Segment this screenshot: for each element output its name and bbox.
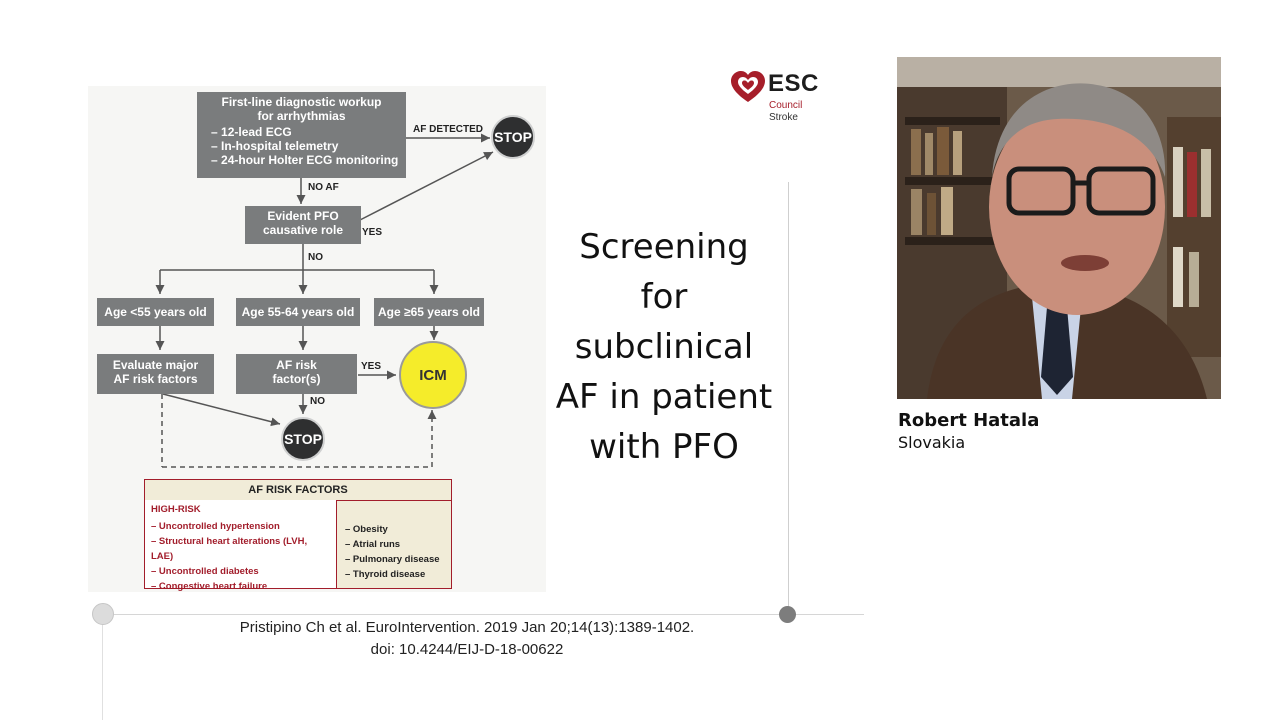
title-line: Screening	[579, 227, 749, 267]
high-risk-item: – Uncontrolled hypertension	[151, 521, 280, 532]
other-risk-item: – Atrial runs	[345, 539, 401, 550]
high-risk-item: – Congestive heart failure	[151, 581, 268, 592]
other-risk-item: – Obesity	[345, 524, 388, 535]
workup-box: First-line diagnostic workup for arrhyth…	[197, 92, 406, 178]
no-af-label: NO AF	[308, 182, 339, 193]
age-box-under-55: Age <55 years old	[97, 298, 214, 326]
workup-item: In-hospital telemetry	[211, 139, 406, 153]
workup-list: 12-lead ECG In-hospital telemetry 24-hou…	[197, 125, 406, 167]
citation-line: doi: 10.4244/EIJ-D-18-00622	[370, 641, 564, 658]
other-risk-column: – Obesity – Atrial runs – Pulmonary dise…	[345, 522, 440, 582]
esc-council: Council	[769, 100, 803, 111]
pfo-box: Evident PFO causative role	[245, 206, 361, 244]
title-line: AF in patient	[555, 377, 773, 417]
yes-risk-label: YES	[361, 361, 382, 372]
title-line: for	[640, 277, 688, 317]
af-risk-factors-table: AF RISK FACTORS HIGH-RISK – Uncontrolled…	[144, 479, 452, 592]
age-box-55-64: Age 55-64 years old	[236, 298, 360, 326]
workup-item: 24-hour Holter ECG monitoring	[211, 153, 406, 167]
high-risk-column: HIGH-RISK – Uncontrolled hypertension – …	[145, 500, 337, 592]
citation-line: Pristipino Ch et al. EuroIntervention. 2…	[239, 619, 695, 636]
age-box-65-plus: Age ≥65 years old	[374, 298, 484, 326]
high-risk-label: HIGH-RISK	[151, 504, 201, 515]
workup-title: First-line diagnostic workup for arrhyth…	[221, 95, 382, 123]
af-detected-label: AF DETECTED	[413, 124, 483, 135]
no-pfo-label: NO	[308, 252, 323, 263]
af-risk-box: AF risk factor(s)	[236, 354, 357, 394]
stop-circle-top: STOP	[491, 115, 535, 159]
citation: Pristipino Ch et al. EuroIntervention. 2…	[200, 617, 734, 661]
speaker-video	[897, 57, 1221, 399]
esc-stroke: Stroke	[769, 112, 798, 123]
speaker-country: Slovakia	[898, 433, 966, 452]
title-line: subclinical	[574, 327, 754, 367]
title-line: with PFO	[589, 427, 739, 467]
heart-icon	[731, 71, 765, 102]
other-risk-item: – Thyroid disease	[345, 569, 426, 580]
high-risk-item: – Uncontrolled diabetes	[151, 566, 259, 577]
slider-start-handle[interactable]	[92, 603, 114, 625]
yes-pfo-label: YES	[362, 227, 383, 238]
vertical-divider	[788, 182, 789, 612]
workup-item: 12-lead ECG	[211, 125, 406, 139]
slider-end-handle[interactable]	[779, 606, 796, 623]
speaker-video-frame	[897, 57, 1221, 399]
esc-logo: ESC Council Stroke	[730, 68, 830, 128]
risk-table-title: AF RISK FACTORS	[145, 480, 451, 501]
no-risk-label: NO	[310, 396, 325, 407]
left-guide-line	[102, 615, 103, 720]
speaker-name: Robert Hatala	[898, 410, 1040, 431]
evaluate-box: Evaluate major AF risk factors	[97, 354, 214, 394]
icm-circle: ICM	[399, 341, 467, 409]
slide-title: Screening for subclinical AF in patient …	[548, 222, 780, 472]
other-risk-item: – Pulmonary disease	[345, 554, 440, 565]
flowchart-connectors	[155, 133, 494, 468]
flowchart-figure: First-line diagnostic workup for arrhyth…	[88, 86, 546, 592]
progress-track[interactable]	[104, 614, 864, 615]
high-risk-item: – Structural heart alterations (LVH, LAE…	[151, 536, 308, 562]
stop-circle-bottom: STOP	[281, 417, 325, 461]
esc-brand: ESC	[768, 70, 819, 97]
